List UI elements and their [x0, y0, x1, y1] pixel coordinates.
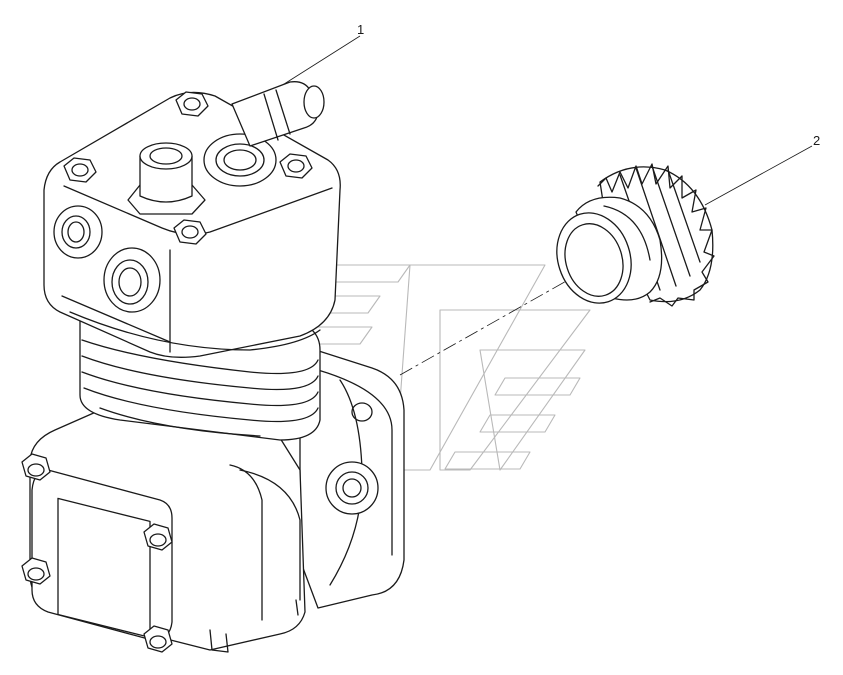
head-bolts	[63, 91, 313, 245]
callout-1-label: 1	[357, 22, 364, 37]
callout-2-leader	[704, 145, 813, 206]
assembly-axis-line	[399, 261, 601, 376]
drive-gear	[556, 163, 715, 307]
callout-2-label: 2	[813, 133, 820, 148]
callout-leaders	[261, 35, 813, 376]
compressor-crankcase	[21, 344, 405, 653]
cover-bolts	[21, 453, 173, 653]
cylinder-head	[43, 81, 341, 358]
